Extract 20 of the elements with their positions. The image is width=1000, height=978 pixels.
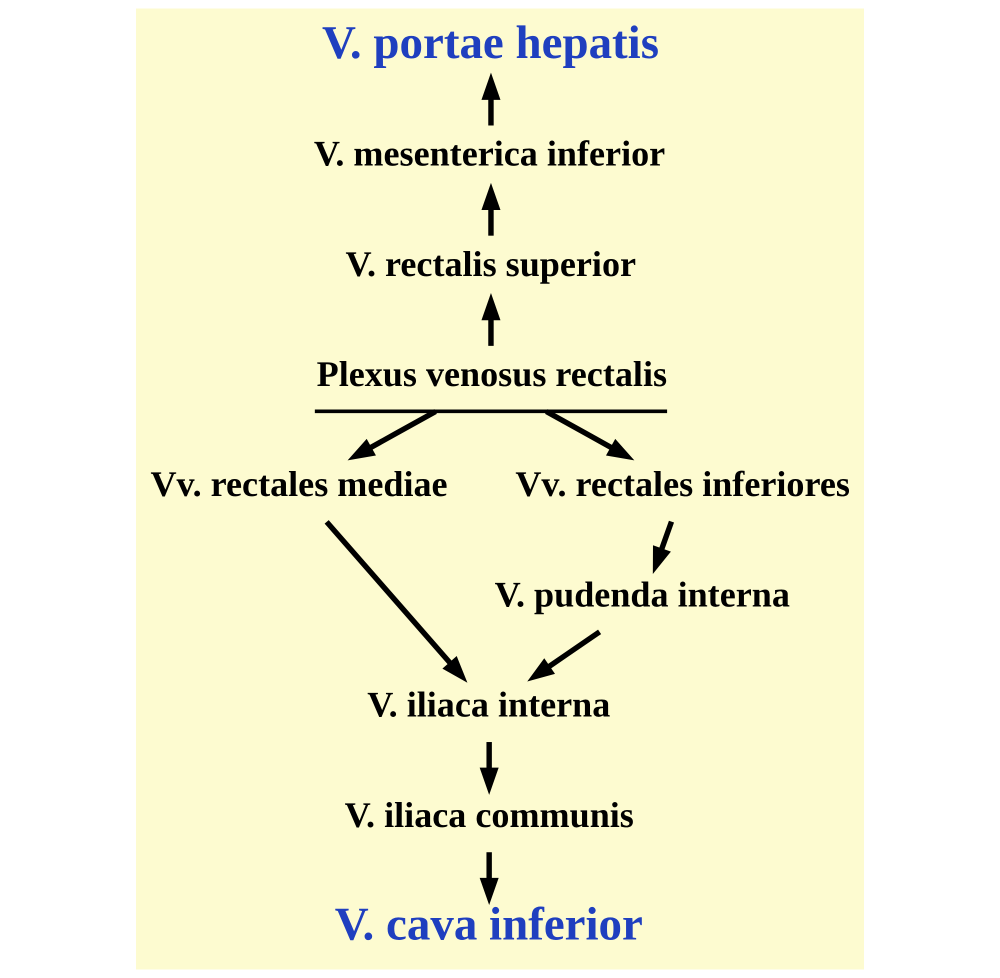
node-text: Vv. rectales inferiores (515, 464, 850, 504)
node-text: V. cava inferior (334, 898, 643, 950)
node-text: V. iliaca communis (344, 794, 634, 835)
node-text: V. rectalis superior (346, 244, 636, 284)
arrow (480, 742, 499, 795)
arrow (324, 520, 468, 683)
arrow (527, 630, 602, 682)
arrow (481, 293, 500, 346)
arrow (481, 182, 500, 236)
node-text: Plexus venosus rectalis (316, 354, 668, 394)
node-text: V. pudenda interna (494, 574, 790, 614)
node-text: V. mesenterica inferior (314, 134, 666, 174)
node-text: V. portae hepatis (322, 16, 660, 69)
node-text: V. iliaca interna (367, 684, 610, 725)
arrow (545, 409, 634, 460)
arrow (348, 409, 437, 460)
arrow (481, 72, 500, 126)
arrow (652, 520, 674, 574)
arrow (480, 852, 499, 906)
node-text: Vv. rectales mediae (150, 464, 448, 504)
